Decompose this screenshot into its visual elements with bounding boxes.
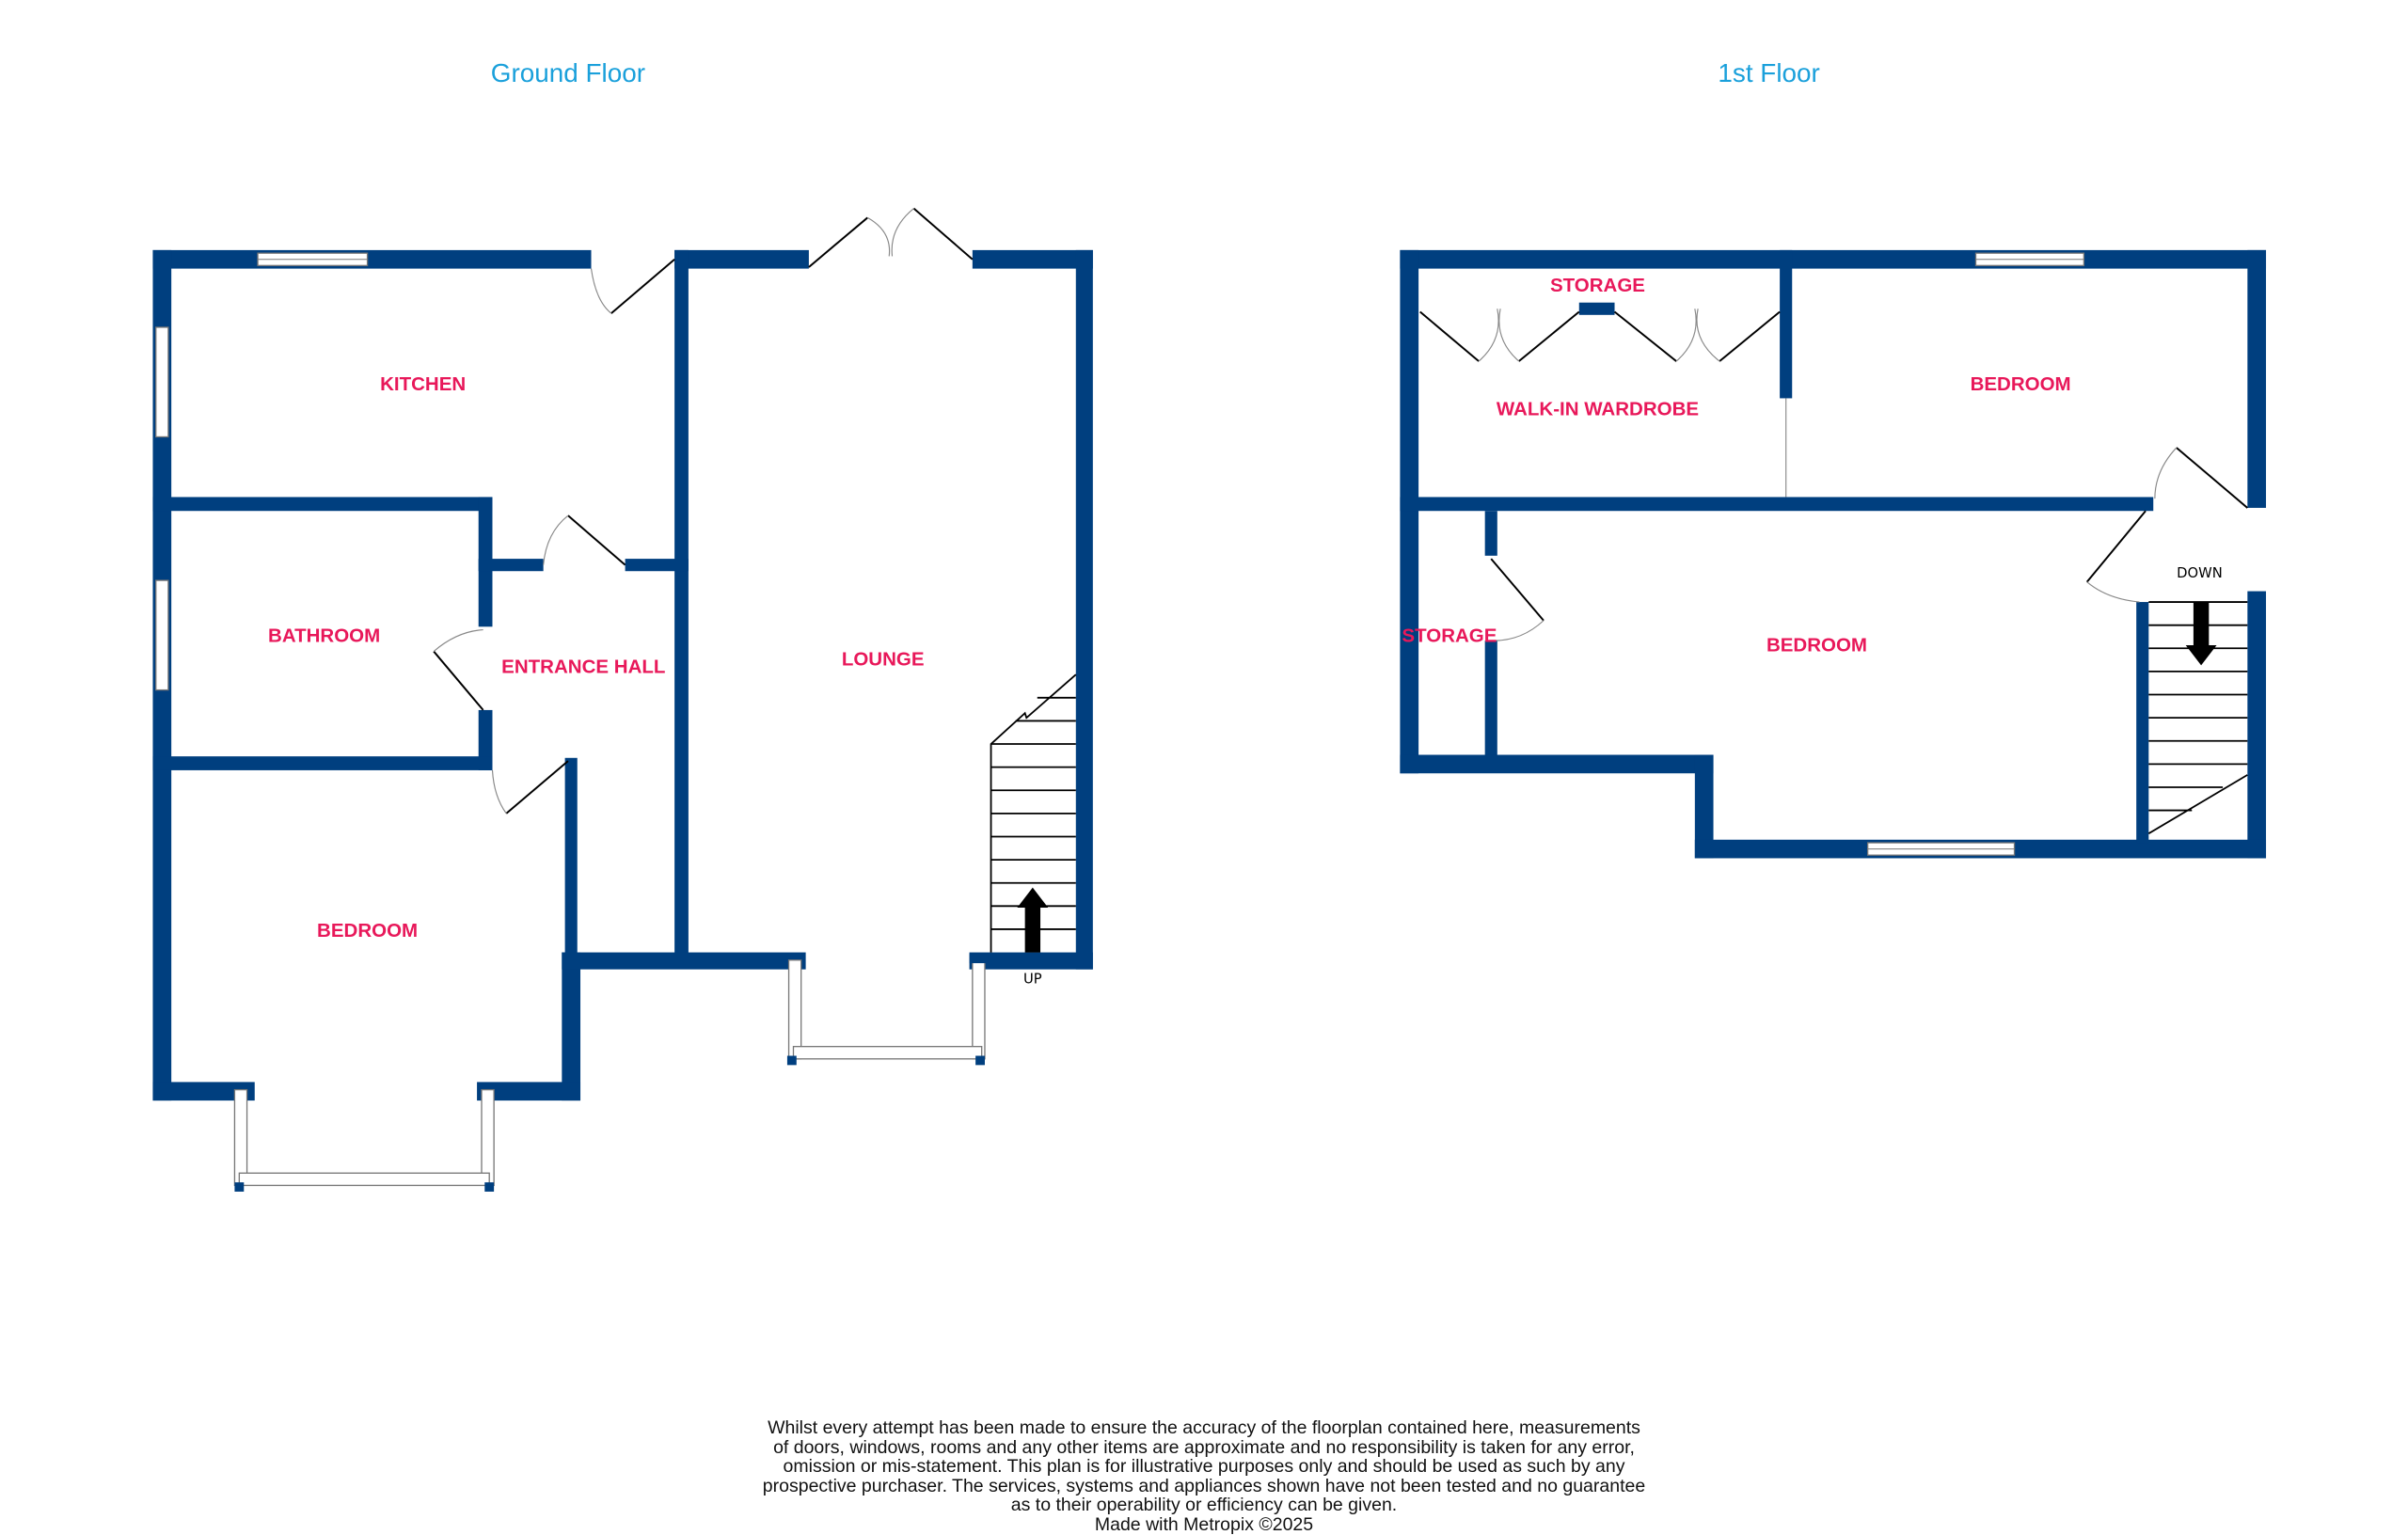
disclaimer-line: of doors, windows, rooms and any other i…	[773, 1436, 1635, 1458]
room-label-entrance-hall: ENTRANCE HALL	[501, 657, 665, 678]
disclaimer: Whilst every attempt has been made to en…	[734, 1418, 1674, 1534]
ground-floor-title: Ground Floor	[491, 58, 645, 87]
first-floor-title: 1st Floor	[1718, 58, 1819, 87]
room-label-storage-left: STORAGE	[1402, 625, 1497, 647]
room-label-bathroom: BATHROOM	[268, 625, 380, 647]
room-label-bedroom-1: BEDROOM	[1971, 373, 2071, 395]
ground-floor-plan: UP KITCHEN BATHROOM ENTRANCE HALL LOUNGE…	[152, 207, 1093, 1192]
room-label-bedroom: BEDROOM	[317, 920, 418, 942]
stairs-up-label: UP	[1023, 971, 1042, 987]
first-floor-windows	[1866, 252, 2085, 856]
ground-floor-stairs	[990, 673, 1077, 953]
up-arrow-icon	[1017, 887, 1049, 953]
room-label-bedroom-2: BEDROOM	[1766, 635, 1867, 657]
room-label-kitchen: KITCHEN	[380, 373, 466, 395]
ground-floor-windows	[155, 252, 989, 1192]
ground-floor-doors	[433, 207, 974, 815]
credit: Made with Metropix ©2025	[1094, 1513, 1314, 1535]
first-floor-doors	[1419, 309, 2248, 641]
disclaimer-line: as to their operability or efficiency ca…	[1010, 1495, 1398, 1515]
disclaimer-line: omission or mis-statement. This plan is …	[783, 1456, 1625, 1477]
first-floor-walls	[1400, 249, 2267, 859]
room-label-storage-top: STORAGE	[1550, 275, 1645, 296]
first-floor-stairs	[2147, 601, 2248, 834]
stairs-down-label: DOWN	[2177, 565, 2223, 581]
disclaimer-line: prospective purchaser. The services, sys…	[762, 1475, 1646, 1496]
disclaimer-line: Whilst every attempt has been made to en…	[768, 1417, 1640, 1438]
down-arrow-icon	[2185, 602, 2217, 666]
first-floor-plan: DOWN STORAGE WALK-IN WARDROBE BEDROOM ST…	[1400, 249, 2267, 859]
room-label-walk-in-wardrobe: WALK-IN WARDROBE	[1497, 398, 1699, 419]
room-label-lounge: LOUNGE	[842, 648, 925, 670]
